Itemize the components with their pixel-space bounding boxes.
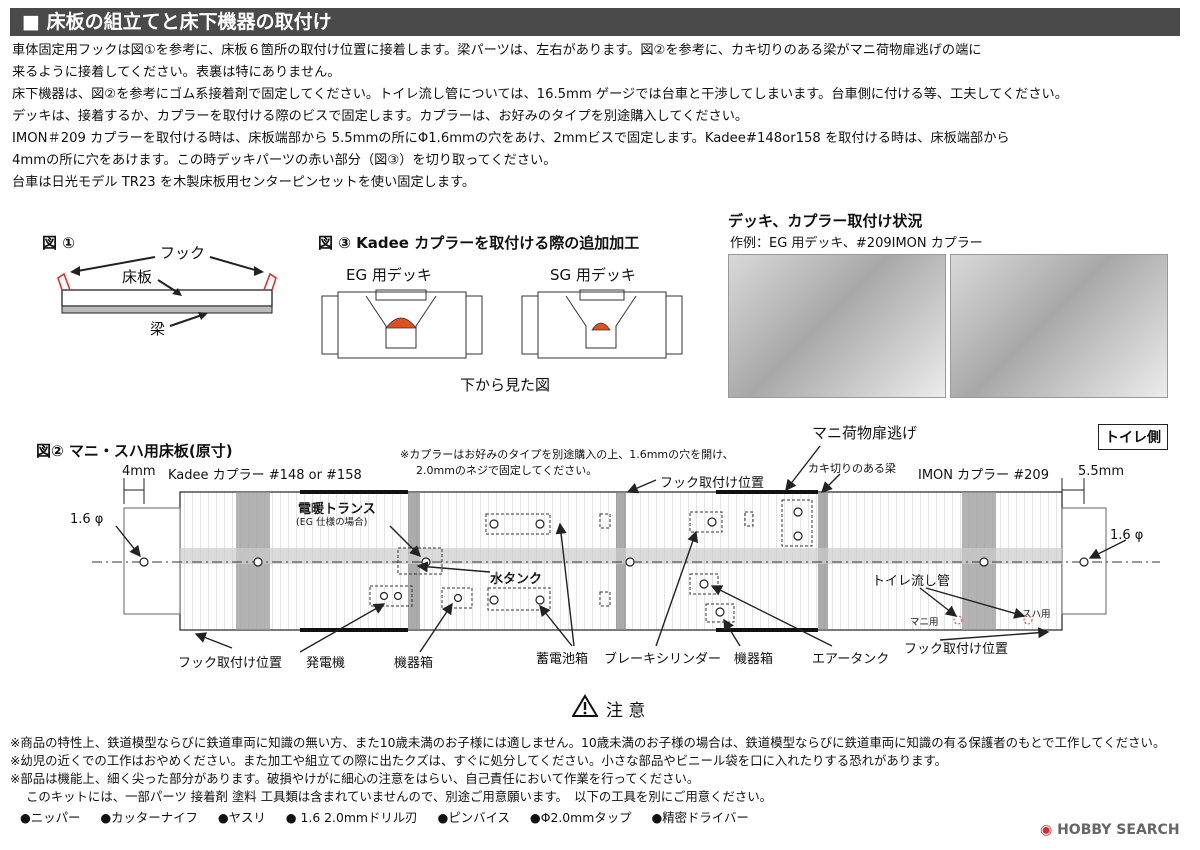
tool-item: ●カッターナイフ [100,810,198,825]
intro-line-7: 台車は日光モデル TR23 を木製床板用センターピンセットを使い固定します。 [12,175,476,190]
tool-item: ●ピンバイス [437,810,510,825]
logo-text: HOBBY SEARCH [1057,822,1180,838]
caution-line-2: ※幼児の近くでの工作はおやめください。また加工や組立ての際に出たクズは、すぐに処… [10,753,948,768]
fig3-title: 図 ③ Kadee カプラーを取付ける際の追加加工 [318,234,640,252]
tools-list: ●ニッパー ●カッターナイフ ●ヤスリ ● 1.6 2.0mmドリル刃 ●ピンバ… [20,808,765,826]
fig2-suha-use: スハ用 [1022,609,1051,620]
intro-line-6: 4mmの所に穴をあけます。この時デッキパーツの赤い部分（図③）を切り取ってくださ… [12,153,557,168]
fig2-trans-sub: (EG 仕様の場合) [296,517,368,528]
logo-icon: ◉ [1040,822,1053,838]
fig2-equip-box-1: 機器箱 [394,656,434,671]
tool-item: ●ニッパー [20,810,81,825]
fig1-title: 図 ① [42,234,75,252]
tool-item: ●精密ドライバー [651,810,749,825]
fig2-brake-label: ブレーキシリンダー [604,652,722,667]
intro-line-3: 床下機器は、図②を参考にゴム系接着剤で固定してください。トイレ流し管については、… [12,87,1068,102]
fig2-notched-beam-label: カキ切りのある梁 [808,462,896,475]
photo-deck-top [950,254,1168,398]
fig2-generator-label: 発電機 [306,656,346,671]
caution-title: 注 意 [606,701,646,721]
fig3-eg-label: EG 用デッキ [346,266,432,284]
fig2-water-tank-label: 水タンク [490,572,543,587]
fig2-equip-box-2: 機器箱 [734,652,774,667]
intro-line-2: 来るように接着してください。表裏は特にありません。 [12,65,341,80]
fig2-dim-4mm: 4mm [122,464,156,479]
photos-title: デッキ、カプラー取付け状況 [728,212,923,230]
fig3-bottom-view-label: 下から見た図 [460,376,551,394]
intro-line-5: IMON＃209 カプラーを取付ける時は、床板端部から 5.5mmの所にΦ1.6… [12,131,1010,146]
fig2-battery-label: 蓄電池箱 [536,652,589,667]
fig2-title: 図② マニ・スハ用床板(原寸) [36,442,233,460]
tool-item: ●Φ2.0mmタップ [529,810,632,825]
caution-line-3: ※部品は機能上、細く尖った部分があります。破損やけがに細心の注意をはらい、自己責… [10,771,700,786]
fig2-kadee-label: Kadee カプラー #148 or #158 [168,468,362,483]
fig2-hook-pos-top: フック取付け位置 [660,476,765,491]
fig1-drawing [57,256,277,327]
fig2-hook-pos-right: フック取付け位置 [904,642,1009,657]
fig3-sg-label: SG 用デッキ [550,266,636,284]
fig2-air-tank-label: エアータンク [812,652,890,667]
caution-line-4: このキットには、一部パーツ 接着剤 塗料 工具類は含まれていませんので、別途ご用… [26,789,773,804]
tool-item: ●ヤスリ [217,810,266,825]
fig2-note-2: 2.0mmのネジで固定してください。 [416,464,598,477]
intro-line-1: 車体固定用フックは図①を参考に、床板６箇所の取付け位置に接着します。梁パーツは、… [12,43,982,58]
fig1-beam-label: 梁 [150,320,166,338]
fig2-toilet-side-label: トイレ側 [1098,424,1168,450]
fig1-hook-label: フック [160,244,206,262]
tool-item: ● 1.6 2.0mmドリル刃 [285,810,418,825]
warning-icon [572,694,598,717]
fig2-imon-label: IMON カプラー #209 [918,468,1049,483]
fig2-phi-left: 1.6 φ [70,512,104,527]
hobby-search-logo: ◉ HOBBY SEARCH [1040,822,1180,838]
photos-subtitle: 作例：EG 用デッキ、#209IMON カプラー [730,236,983,251]
fig2-toilet-pipe-label: トイレ流し管 [872,574,951,589]
fig2-dim-55mm: 5.5mm [1078,464,1125,479]
fig2-phi-right: 1.6 φ [1110,528,1144,543]
fig2-hook-pos-left: フック取付け位置 [178,656,283,671]
fig2-note-1: ※カプラーはお好みのタイプを別途購入の上、1.6mmの穴を開け、 [400,448,734,461]
fig2-mani-use: マニ用 [910,617,939,628]
photo-deck-side [728,254,946,398]
fig3-drawing [321,289,683,359]
intro-line-4: デッキは、接着するか、カプラーを取付ける際のビスで固定します。カプラーは、お好み… [12,109,749,124]
section-header: ■ 床板の組立てと床下機器の取付け [10,8,1180,36]
fig2-mani-door-label: マニ荷物扉逃げ [812,424,918,442]
caution-line-1: ※商品の特性上、鉄道模型ならびに鉄道車両に知識の無い方、また10歳未満のお子様に… [10,735,1166,750]
fig1-floor-label: 床板 [122,268,153,286]
